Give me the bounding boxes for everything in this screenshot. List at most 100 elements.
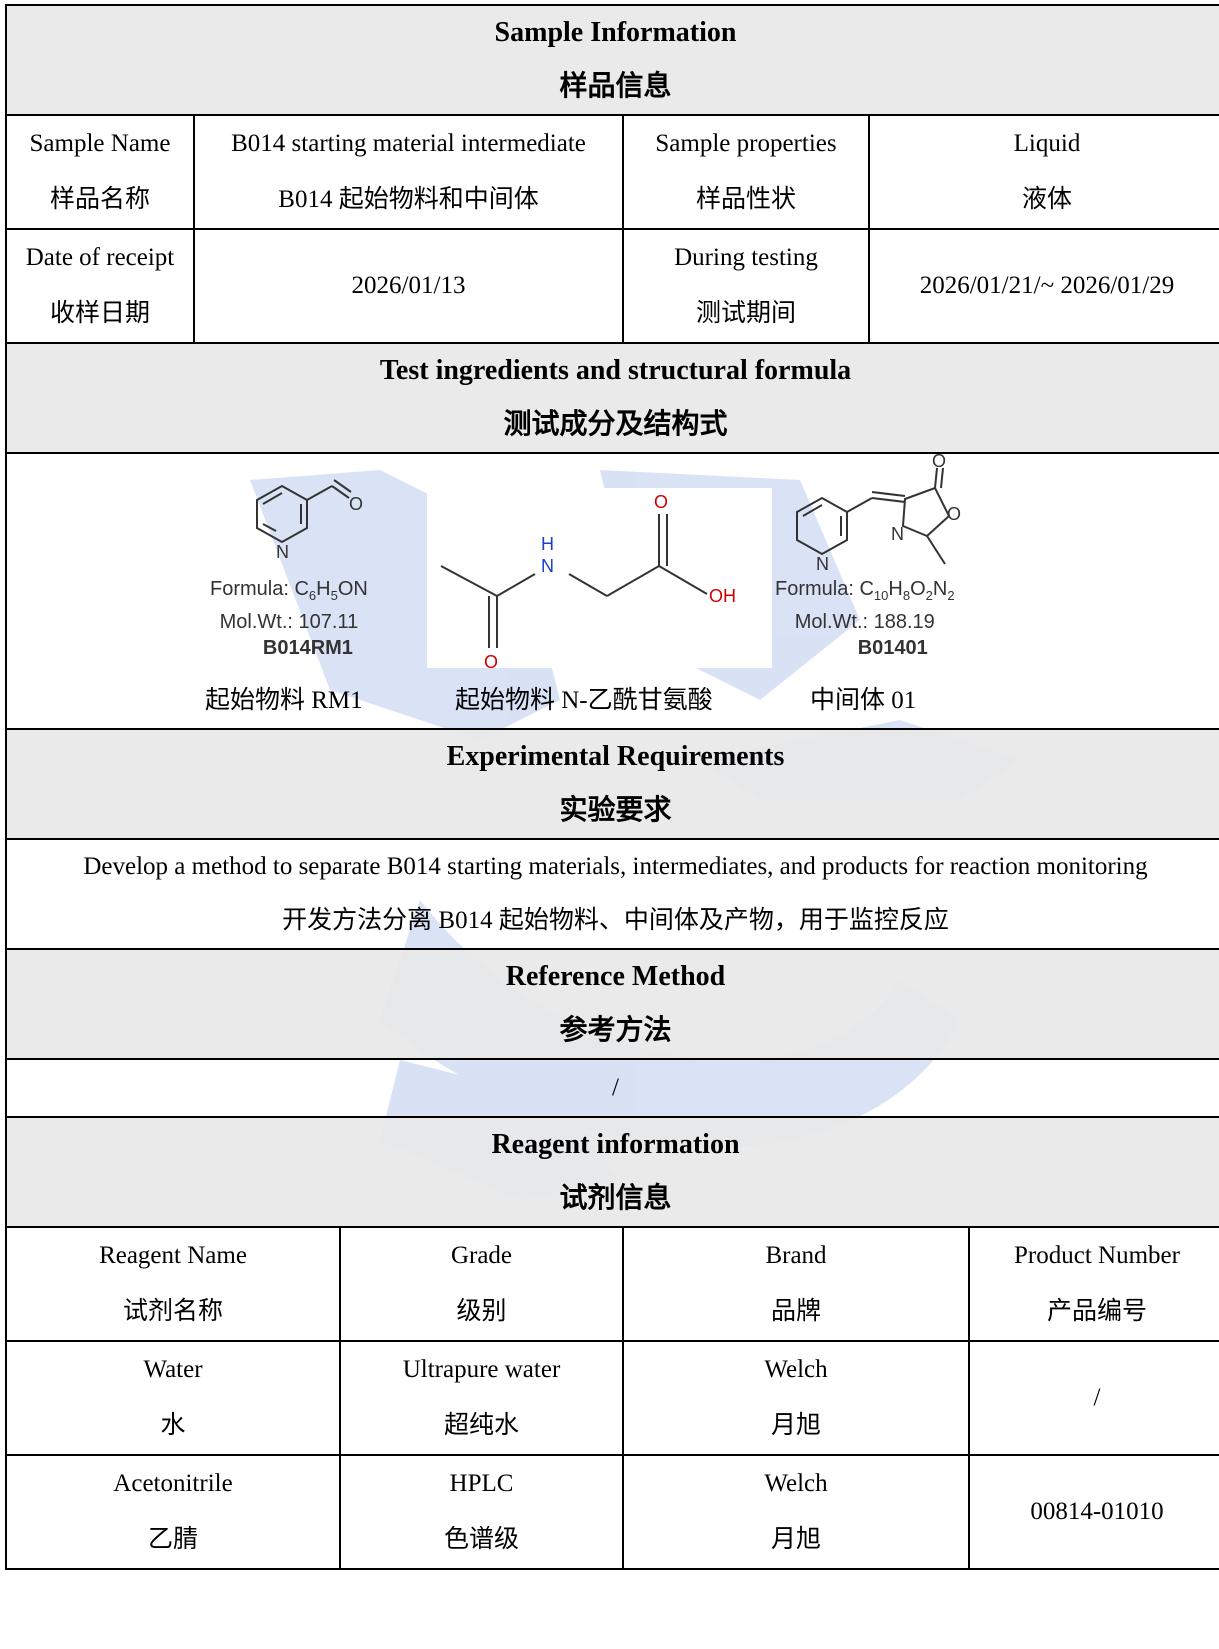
sample-properties-value: Liquid 液体	[868, 114, 1219, 230]
b01401-mw: Mol.Wt.: 188.19	[794, 611, 935, 633]
value-zh: 色谱级	[443, 1526, 519, 1553]
value-en: Welch	[764, 1356, 828, 1383]
experimental-text-en: Develop a method to separate B014 starti…	[83, 853, 1148, 880]
sub-h: 5	[330, 588, 338, 603]
header-en: Reagent Name	[99, 1242, 247, 1269]
atom-o: O	[947, 504, 961, 524]
value-en: Liquid	[1013, 130, 1081, 157]
ingredients-title-zh: 测试成分及结构式	[503, 409, 728, 440]
atom-h: H	[541, 534, 554, 554]
reagent-title-zh: 试剂信息	[559, 1183, 672, 1214]
sample-name-label: Sample Name 样品名称	[5, 114, 195, 230]
label-en: Sample Name	[29, 130, 171, 157]
reagent-header-row: Reagent Name 试剂名称 Grade 级别 Brand 品牌 Prod…	[5, 1226, 1219, 1342]
experimental-title-en: Experimental Requirements	[446, 741, 785, 772]
atom-o: O	[654, 492, 668, 512]
label-zh: 样品名称	[49, 186, 150, 213]
atom-n: N	[541, 556, 554, 576]
reagent-brand: Welch 月旭	[622, 1454, 970, 1570]
value-en: Welch	[764, 1470, 828, 1497]
sample-info-header: Sample Information 样品信息	[5, 4, 1219, 116]
reference-header: Reference Method 参考方法	[5, 948, 1219, 1060]
label-zh: 测试期间	[695, 300, 796, 327]
reagent-col-grade: Grade 级别	[339, 1226, 624, 1342]
experimental-title-zh: 实验要求	[559, 795, 672, 826]
sub-o: 2	[925, 588, 933, 603]
sample-info-title-en: Sample Information	[494, 17, 737, 48]
report-table: Sample Information 样品信息 Sample Name 样品名称…	[5, 4, 1219, 1570]
value-en: HPLC	[449, 1470, 514, 1497]
value-en: Acetonitrile	[113, 1470, 233, 1497]
reagent-brand: Welch 月旭	[622, 1340, 970, 1456]
experimental-header: Experimental Requirements 实验要求	[5, 728, 1219, 840]
header-en: Brand	[765, 1242, 827, 1269]
experimental-text-zh: 开发方法分离 B014 起始物料、中间体及产物，用于监控反应	[282, 907, 949, 934]
reference-title-en: Reference Method	[505, 961, 726, 992]
value-en: B014 starting material intermediate	[231, 130, 586, 157]
header-zh: 级别	[456, 1298, 507, 1325]
value-zh: 液体	[1021, 186, 1072, 213]
value-zh: 月旭	[770, 1526, 821, 1553]
value-zh: 月旭	[770, 1412, 821, 1439]
header-en: Grade	[450, 1242, 513, 1269]
table-row: Water 水 Ultrapure water 超纯水 Welch 月旭 /	[5, 1340, 1219, 1456]
reagent-col-product: Product Number 产品编号	[968, 1226, 1219, 1342]
label-zh: 样品性状	[695, 186, 796, 213]
label-zh: 收样日期	[49, 300, 150, 327]
rm1-code: B014RM1	[262, 637, 353, 659]
reagent-product-number: 00814-01010	[968, 1454, 1219, 1570]
atom-oh: OH	[709, 586, 736, 606]
sample-info-title-zh: 样品信息	[559, 71, 672, 102]
reagent-col-name: Reagent Name 试剂名称	[5, 1226, 341, 1342]
formula-h: H	[316, 578, 331, 600]
value-en: Water	[143, 1356, 203, 1383]
experimental-text: Develop a method to separate B014 starti…	[5, 838, 1219, 950]
formula-end: ON	[337, 578, 368, 600]
testing-label: During testing 测试期间	[622, 228, 870, 344]
atom-o: O	[932, 454, 946, 471]
caption-b01401: 中间体 01	[810, 687, 917, 714]
formula-prefix: Formula: C	[210, 578, 309, 600]
receipt-value: 2026/01/13	[193, 228, 624, 344]
header-en: Product Number	[1014, 1242, 1180, 1269]
formula-h: H	[888, 578, 903, 600]
reagent-grade: HPLC 色谱级	[339, 1454, 624, 1570]
structures-cell: O N Formula: C6H5ON Mol.Wt.: 107.11 B014…	[5, 452, 1219, 730]
value-zh: 水	[160, 1412, 186, 1439]
table-row: Acetonitrile 乙腈 HPLC 色谱级 Welch 月旭 00814-…	[5, 1454, 1219, 1570]
reference-value: /	[5, 1058, 1219, 1118]
structures-area: O N Formula: C6H5ON Mol.Wt.: 107.11 B014…	[7, 454, 1219, 728]
sub-c: 6	[308, 588, 317, 603]
reagent-col-brand: Brand 品牌	[622, 1226, 970, 1342]
atom-o: O	[349, 494, 363, 514]
reagent-header: Reagent information 试剂信息	[5, 1116, 1219, 1228]
label-en: Sample properties	[655, 130, 837, 157]
value-zh: 乙腈	[147, 1526, 198, 1553]
ingredients-title-en: Test ingredients and structural formula	[379, 355, 852, 386]
receipt-label: Date of receipt 收样日期	[5, 228, 195, 344]
reagent-product-number: /	[968, 1340, 1219, 1456]
caption-rm1: 起始物料 RM1	[205, 687, 363, 714]
sample-name-value: B014 starting material intermediate B014…	[193, 114, 624, 230]
atom-n: N	[276, 542, 289, 562]
value-zh: 超纯水	[443, 1412, 519, 1439]
ingredients-header: Test ingredients and structural formula …	[5, 342, 1219, 454]
formula-end: N	[932, 578, 948, 600]
value-zh: B014 起始物料和中间体	[278, 186, 539, 213]
reagent-name: Water 水	[5, 1340, 341, 1456]
rm1-formula: Formula: C6H5ON Mol.Wt.: 107.11 B014RM1	[210, 576, 368, 661]
structure-acetylglycine: H N O O OH	[440, 492, 736, 672]
reagent-grade: Ultrapure water 超纯水	[339, 1340, 624, 1456]
structure-acetylglycine-box: H N O O OH	[427, 488, 772, 672]
structure-rm1: O N	[256, 479, 363, 562]
caption-acetylglycine: 起始物料 N-乙酰甘氨酸	[455, 687, 713, 714]
formula-prefix: Formula: C	[775, 578, 874, 600]
label-en: Date of receipt	[25, 244, 175, 271]
reference-title-zh: 参考方法	[559, 1015, 672, 1046]
b01401-code: B01401	[857, 637, 928, 659]
header-zh: 产品编号	[1046, 1298, 1147, 1325]
reagent-name: Acetonitrile 乙腈	[5, 1454, 341, 1570]
value-en: Ultrapure water	[402, 1356, 561, 1383]
label-en: During testing	[674, 244, 818, 271]
sub-h: 8	[902, 588, 911, 603]
